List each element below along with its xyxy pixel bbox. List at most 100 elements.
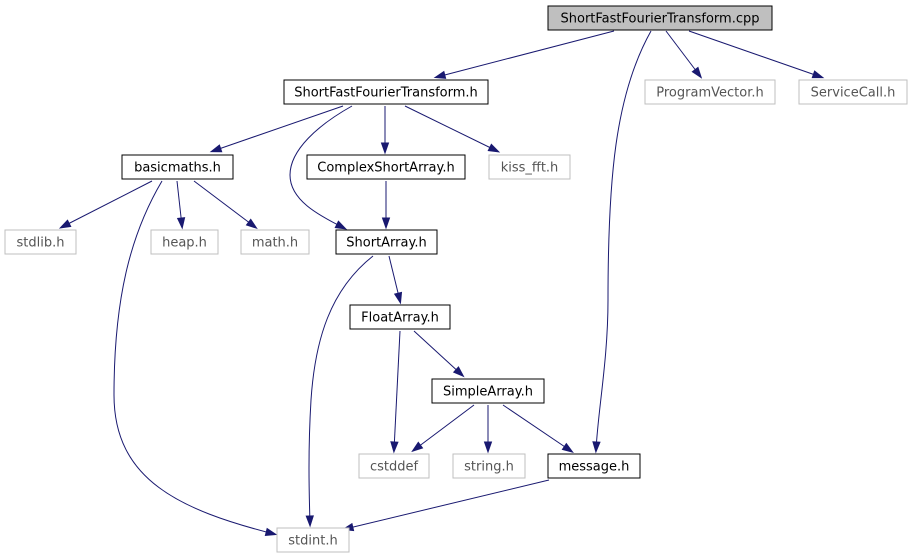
edge-line xyxy=(289,105,353,229)
edge-line xyxy=(413,404,475,451)
node-floatarray-h[interactable]: FloatArray.h xyxy=(349,304,451,330)
node-box xyxy=(335,229,438,255)
edge-line xyxy=(688,30,822,78)
node-box xyxy=(150,229,219,255)
edge-floatarray_h-to-simplearray_h xyxy=(413,330,465,378)
edge-shortarray_h-to-stdint_h xyxy=(305,255,374,528)
edge-line xyxy=(193,180,256,228)
edge-arrowhead xyxy=(561,442,574,453)
edge-arrowhead xyxy=(334,220,348,230)
edge-arrowhead xyxy=(390,441,399,454)
node-box xyxy=(488,154,571,180)
node-complexshortarray-h[interactable]: ComplexShortArray.h xyxy=(306,154,466,180)
edge-arrowhead xyxy=(176,217,186,230)
node-label: message.h xyxy=(559,460,630,475)
node-label: ProgramVector.h xyxy=(656,86,763,101)
edge-sfft_cpp-to-sfft_h xyxy=(433,30,615,79)
node-box xyxy=(547,453,641,479)
node-box xyxy=(283,79,489,105)
node-box xyxy=(644,79,776,105)
edge-arrowhead xyxy=(592,441,601,454)
edge-sfft_h-to-shortarray_h xyxy=(289,105,353,230)
edge-arrowhead xyxy=(264,527,278,536)
node-label: stdlib.h xyxy=(17,236,65,251)
edge-arrowhead xyxy=(305,515,314,528)
edge-arrowhead xyxy=(393,291,403,305)
node-label: heap.h xyxy=(162,236,207,251)
node-label: cstddef xyxy=(370,460,419,475)
node-string-h: string.h xyxy=(452,453,526,479)
edge-sfft_cpp-to-programvector_h xyxy=(665,30,703,79)
node-servicecall-h: ServiceCall.h xyxy=(798,79,908,105)
edge-layer xyxy=(58,30,825,536)
edge-line xyxy=(344,479,550,530)
edge-arrowhead xyxy=(811,70,825,79)
edge-line xyxy=(212,105,344,152)
edge-sfft_h-to-complexshortarray_h xyxy=(380,106,390,155)
edge-line xyxy=(61,180,153,228)
edge-basicmaths_h-to-heap_h xyxy=(176,180,186,230)
node-label: string.h xyxy=(464,460,514,475)
edge-sfft_h-to-kissfft_h xyxy=(404,105,501,153)
node-box xyxy=(349,304,451,330)
node-box xyxy=(547,5,773,31)
node-simplearray-h[interactable]: SimpleArray.h xyxy=(431,378,545,404)
node-kissfft-h: kiss_fft.h xyxy=(488,154,571,180)
edge-line xyxy=(595,30,652,451)
edge-line xyxy=(413,330,463,376)
node-math-h: math.h xyxy=(240,229,310,255)
node-box xyxy=(358,453,430,479)
edge-arrowhead xyxy=(433,70,447,79)
edge-line xyxy=(404,105,498,152)
edge-sfft_cpp-to-message_h xyxy=(592,30,652,454)
node-basicmaths-h[interactable]: basicmaths.h xyxy=(121,154,234,180)
node-label: ShortFastFourierTransform.h xyxy=(294,86,478,101)
node-box xyxy=(4,229,77,255)
node-label: math.h xyxy=(252,236,298,251)
edge-line xyxy=(113,180,275,535)
node-label: FloatArray.h xyxy=(361,311,439,326)
node-message-h[interactable]: message.h xyxy=(547,453,641,479)
edge-basicmaths_h-to-stdint_h xyxy=(113,180,278,536)
node-box xyxy=(452,453,526,479)
edge-sfft_h-to-basicmaths_h xyxy=(209,105,344,153)
edge-shortarray_h-to-floatarray_h xyxy=(388,255,403,305)
node-layer: ShortFastFourierTransform.cppShortFastFo… xyxy=(4,5,908,553)
node-label: ComplexShortArray.h xyxy=(317,161,454,176)
edge-arrowhead xyxy=(245,218,258,230)
node-cstddef: cstddef xyxy=(358,453,430,479)
node-label: ServiceCall.h xyxy=(811,86,896,101)
edge-complexshortarray_h-to-shortarray_h xyxy=(381,181,391,230)
edge-line xyxy=(436,30,615,78)
edge-simplearray_h-to-string_h xyxy=(483,405,493,454)
edge-arrowhead xyxy=(411,441,424,453)
edge-arrowhead xyxy=(380,142,390,155)
edge-arrowhead xyxy=(452,366,465,378)
edge-arrowhead xyxy=(209,144,223,153)
edge-basicmaths_h-to-math_h xyxy=(193,180,258,230)
node-label: kiss_fft.h xyxy=(501,161,559,176)
node-box xyxy=(121,154,234,180)
edge-arrowhead xyxy=(58,219,72,229)
edge-arrowhead xyxy=(691,66,703,79)
edge-simplearray_h-to-message_h xyxy=(502,404,574,453)
node-sfft-cpp[interactable]: ShortFastFourierTransform.cpp xyxy=(547,5,773,31)
node-label: SimpleArray.h xyxy=(443,385,533,400)
edge-line xyxy=(665,30,701,77)
node-box xyxy=(276,527,350,553)
node-sfft-h[interactable]: ShortFastFourierTransform.h xyxy=(283,79,489,105)
edge-line xyxy=(393,330,401,451)
edge-message_h-to-stdint_h xyxy=(341,479,550,532)
node-shortarray-h[interactable]: ShortArray.h xyxy=(335,229,438,255)
node-box xyxy=(798,79,908,105)
edge-floatarray_h-to-cstddef xyxy=(390,330,401,454)
edge-sfft_cpp-to-servicecall_h xyxy=(688,30,825,79)
node-label: stdint.h xyxy=(288,534,337,549)
node-box xyxy=(240,229,310,255)
node-label: ShortArray.h xyxy=(346,236,426,251)
edge-line xyxy=(502,404,572,452)
edge-arrowhead xyxy=(381,217,391,230)
edge-arrowhead xyxy=(487,143,501,153)
edge-basicmaths_h-to-stdlib_h xyxy=(58,180,153,229)
